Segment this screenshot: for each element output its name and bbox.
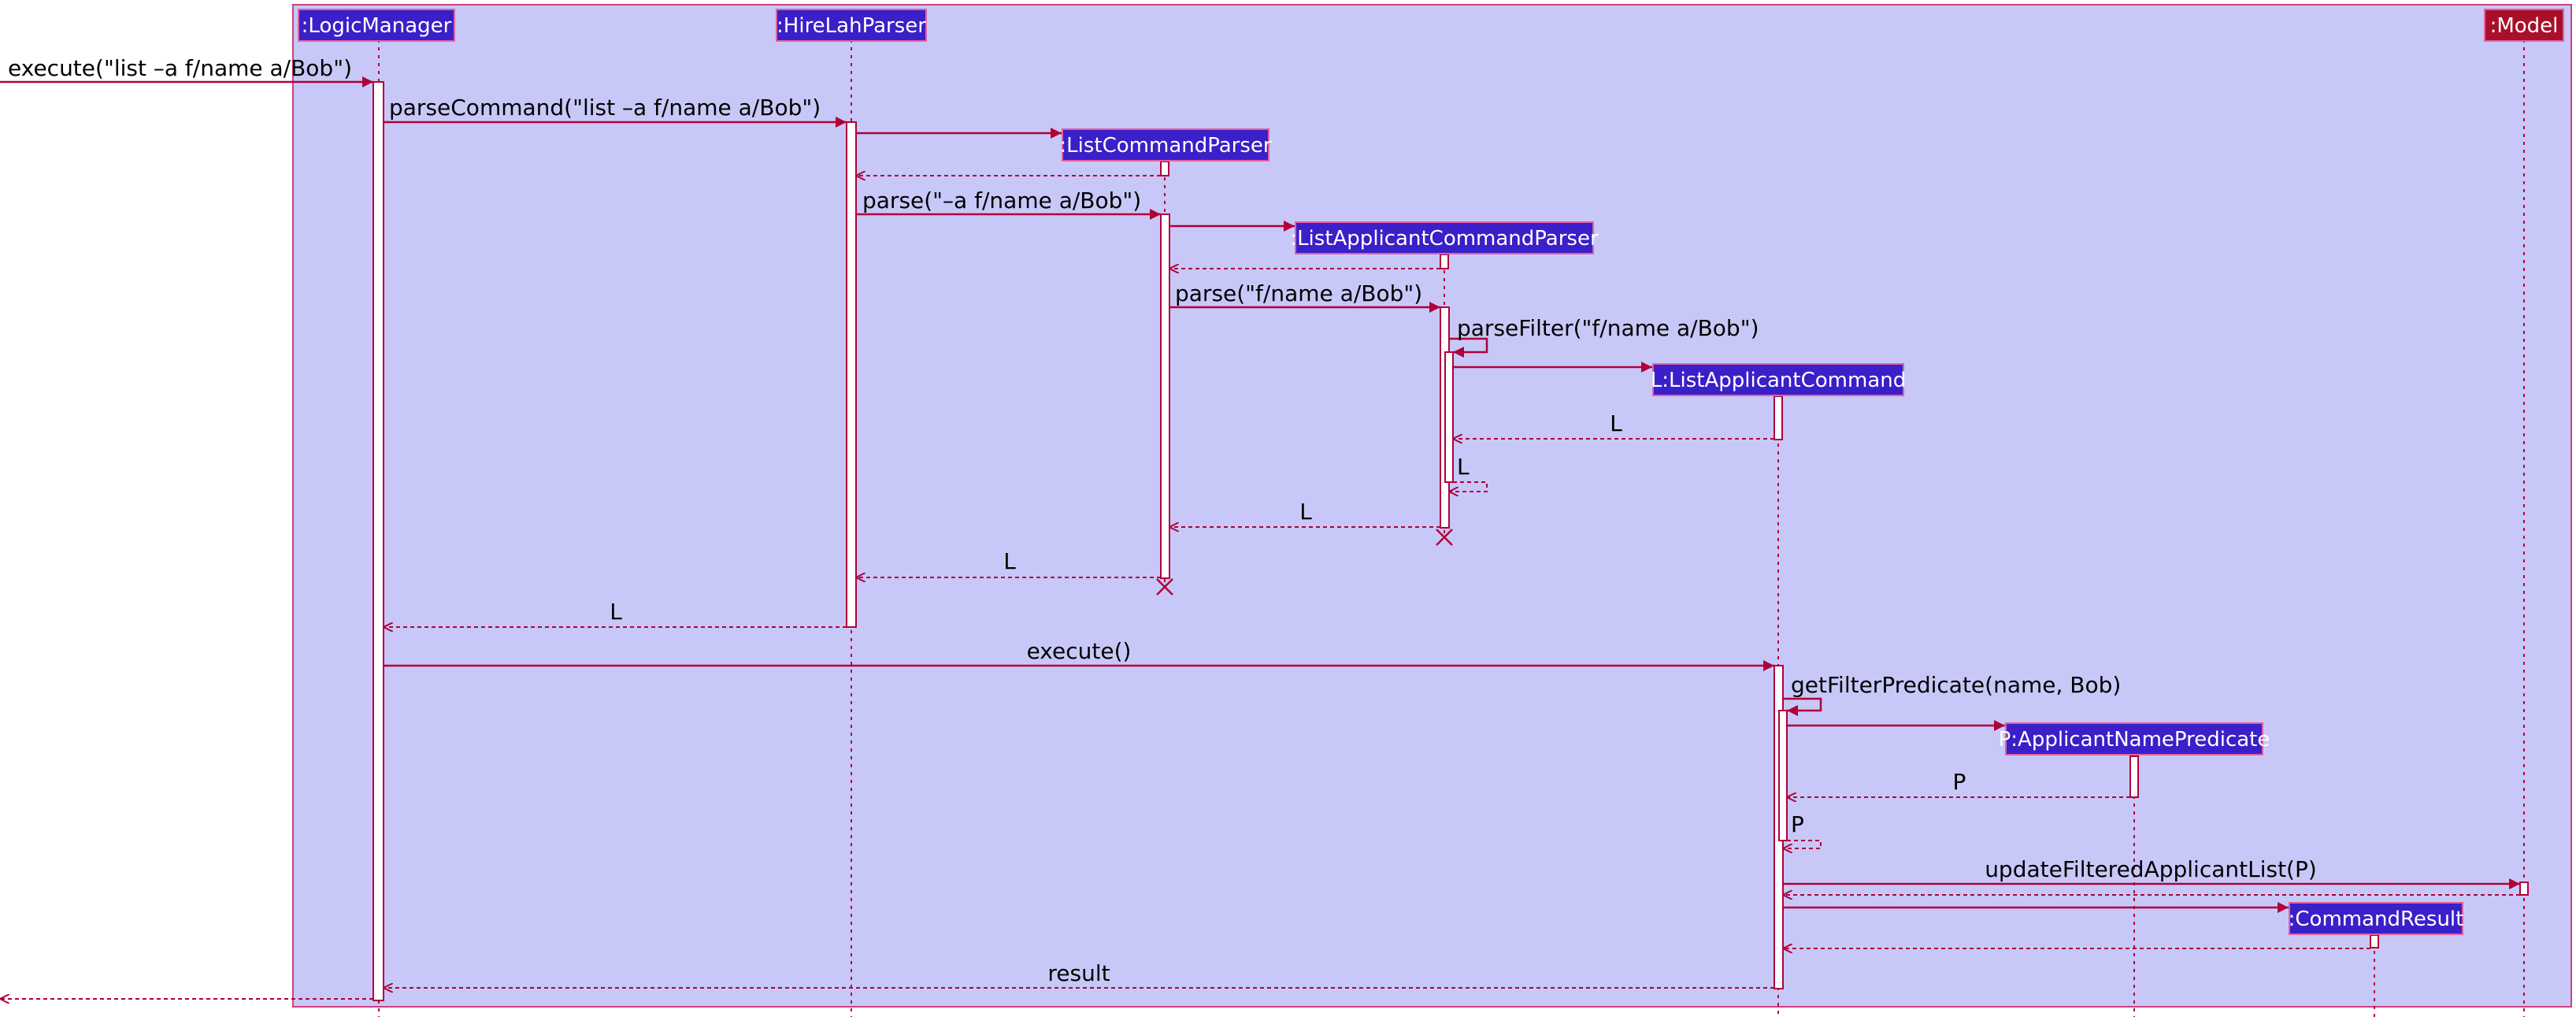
participant-label-applicant-name-predicate: P:ApplicantNamePredicate	[1999, 728, 2270, 752]
label-return-l-1: L	[1610, 410, 1622, 436]
label-parse-f: parse("f/name a/Bob")	[1175, 280, 1422, 306]
return-l-self	[1449, 481, 1488, 492]
participant-label-list-applicant-command: L:ListApplicantCommand	[1651, 369, 1906, 392]
label-result: result	[1047, 960, 1110, 986]
activation-logic-manager	[373, 81, 384, 1001]
activation-list-applicant-command-self	[1778, 710, 1788, 841]
participant-logic-manager: :LogicManager	[298, 9, 455, 42]
label-return-p-1: P	[1953, 769, 1966, 795]
label-return-l-3: L	[1003, 548, 1016, 574]
label-execute-call: execute()	[1027, 638, 1132, 664]
label-parse-command: parseCommand("list –a f/name a/Bob")	[389, 95, 821, 121]
activation-command-result	[2370, 934, 2379, 948]
label-return-p-self: P	[1791, 811, 1804, 837]
label-return-l-2: L	[1299, 499, 1312, 525]
label-execute-input: execute("list –a f/name a/Bob")	[8, 55, 352, 81]
participant-label-hirelah-parser: :HireLahParser	[777, 14, 926, 38]
destroy-mark-list-command-parser	[1156, 578, 1173, 596]
participant-label-logic-manager: :LogicManager	[302, 14, 452, 38]
participant-list-command-parser: :ListCommandParser	[1059, 128, 1272, 161]
participant-list-applicant-command: L:ListApplicantCommand	[1651, 363, 1906, 396]
activation-list-applicant-command-create	[1774, 395, 1783, 440]
arrow-parse-filter-self	[1449, 337, 1488, 358]
activation-list-applicant-command-parser-self	[1444, 351, 1454, 483]
activation-list-command-parser-create	[1160, 161, 1169, 176]
participant-label-command-result: :CommandResult	[2289, 908, 2464, 931]
activation-model	[2519, 882, 2529, 896]
participant-list-applicant-command-parser: :ListApplicantCommandParser	[1290, 221, 1599, 254]
label-parse-a: parse("–a f/name a/Bob")	[862, 187, 1141, 213]
label-parse-filter: parseFilter("f/name a/Bob")	[1457, 315, 1759, 341]
activation-list-command-parser	[1160, 213, 1170, 579]
label-get-filter-predicate: getFilterPredicate(name, Bob)	[1791, 672, 2121, 698]
return-p-self	[1783, 840, 1822, 848]
participant-label-list-applicant-command-parser: :ListApplicantCommandParser	[1290, 227, 1599, 251]
participant-hirelah-parser: :HireLahParser	[776, 9, 927, 42]
activation-applicant-name-predicate	[2129, 755, 2139, 798]
activation-hirelah-parser	[846, 121, 857, 628]
participant-label-list-command-parser: :ListCommandParser	[1059, 134, 1272, 158]
participant-model: :Model	[2484, 9, 2564, 42]
participant-command-result: :CommandResult	[2289, 902, 2464, 935]
diagram-frame	[292, 4, 2572, 1008]
destroy-mark-list-applicant-command-parser	[1436, 529, 1453, 546]
label-return-l-self: L	[1457, 454, 1470, 480]
participant-applicant-name-predicate: P:ApplicantNamePredicate	[1999, 722, 2270, 755]
label-return-l-4: L	[610, 599, 622, 625]
activation-list-applicant-command-parser-create	[1440, 254, 1449, 269]
participant-label-model: :Model	[2490, 14, 2559, 38]
arrow-get-filter-predicate-self	[1783, 697, 1822, 716]
label-update-filtered: updateFilteredApplicantList(P)	[1985, 856, 2317, 882]
